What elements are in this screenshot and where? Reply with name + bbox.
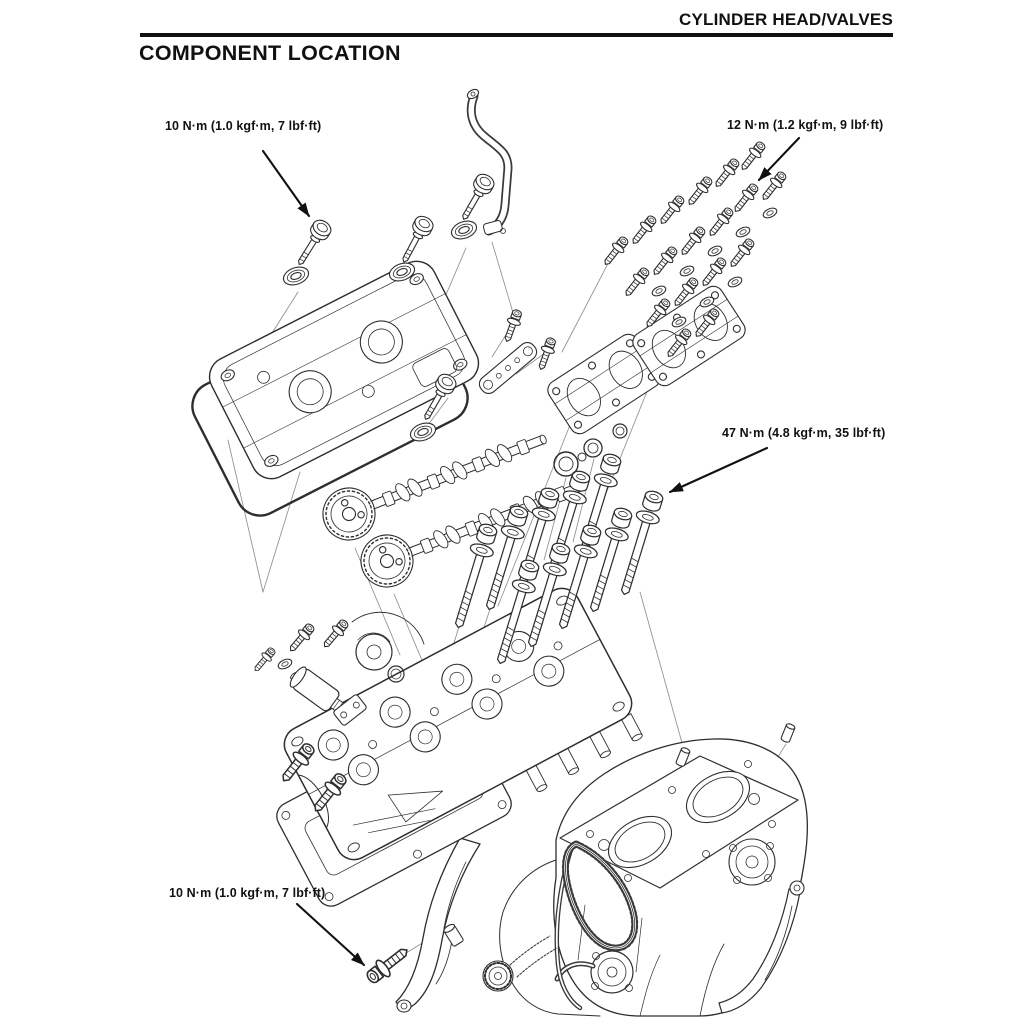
- section-header: CYLINDER HEAD/VALVES: [678, 10, 893, 29]
- torque-label-cover-bolts: 10 N·m (1.0 kgf·m, 7 lbf·ft): [165, 119, 322, 133]
- cam-chain-guide: [395, 837, 481, 1013]
- crankcase: [482, 722, 808, 1017]
- arrow-cam-holder-bolt: [757, 136, 801, 182]
- cylinder-head: [283, 587, 643, 861]
- arrow-head-bolt: [668, 446, 769, 494]
- arrow-cover-bolt: [261, 149, 311, 218]
- tensioner-blade: [718, 880, 805, 1014]
- torque-label-chain-guide-bolt: 10 N·m (1.0 kgf·m, 7 lbf·ft): [169, 886, 326, 900]
- torque-label-cam-holder-bolts: 12 N·m (1.2 kgf·m, 9 lbf·ft): [727, 118, 884, 132]
- crank-sprocket: [482, 935, 558, 992]
- cam-chain-tensioner-lifter-parts: [250, 611, 425, 818]
- cam-chain: [554, 840, 639, 1011]
- torque-label-head-bolts: 47 N·m (4.8 kgf·m, 35 lbf·ft): [722, 426, 886, 440]
- chain-guide-bolt: [362, 941, 414, 988]
- page-title: COMPONENT LOCATION: [139, 41, 401, 65]
- header-rule: [140, 33, 893, 37]
- dowel-pin: [779, 722, 797, 744]
- cylinder-head-cover: [208, 260, 480, 480]
- stay-bracket: [478, 307, 559, 395]
- arrow-guide-bolt: [295, 902, 366, 967]
- camshaft-holders: [543, 281, 750, 439]
- o-rings: [553, 423, 628, 477]
- pointer-arrows: [261, 136, 801, 967]
- breather-hose: [466, 88, 513, 236]
